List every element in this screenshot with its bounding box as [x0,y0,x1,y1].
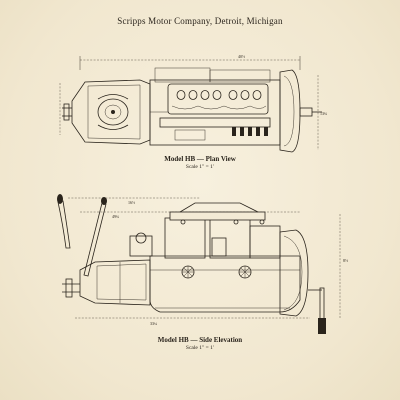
side-clutch-lever [83,202,107,277]
plan-valve-gear-rail [159,117,271,128]
side-reverse-lever-knob [57,194,63,204]
valve-lifter [240,127,244,136]
side-cylinder-front [164,217,206,259]
side-starting-crank-handle [318,318,326,334]
side-gear-right [238,265,252,279]
plan-housing-inner-outline [87,84,141,140]
spark-plug [180,219,186,225]
side-magneto [129,235,153,257]
gear-spokes [182,266,194,278]
plan-view-caption: Model HB — Plan View [164,155,236,163]
plan-engine-block [149,79,281,146]
plan-crankshaft-extension [299,107,313,117]
side-elevation-scale: Scale 1″ = 1′ [185,345,215,351]
gear-spokes [239,266,251,278]
side-gear-left [181,265,195,279]
valve-port [188,90,198,100]
side-cylinder-head-cover [169,211,266,221]
side-reverse-gear-housing [79,259,151,306]
side-cylinder-rear [249,225,281,259]
side-reverse-lever [57,200,71,249]
plan-view-caption-block: Model HB — Plan View Scale 1″ = 1′ [0,155,400,170]
plan-carburetor [174,129,206,141]
side-magneto-cap [135,232,147,244]
spark-plug [233,219,239,225]
valve-port [228,90,238,100]
plan-exhaust-manifold [209,69,271,83]
side-timing-case [279,229,309,317]
side-elevation-drawing: 16½ 49¾ 33¼ 8½ [57,194,348,334]
plan-timing-case-inner [283,75,295,147]
plan-cylinder-head [167,83,269,115]
plan-view-scale: Scale 1″ = 1′ [185,164,215,170]
plan-clutch-hub [104,104,122,120]
plan-shaft-coupling [63,103,70,121]
plan-clutch-center [111,110,115,114]
plan-water-jacket-outline [171,105,267,110]
valve-lifter [248,127,252,136]
valve-port [176,90,186,100]
plan-view-drawing: 40½ 13¾ [59,54,327,153]
side-timing-case-inner [283,235,303,311]
valve-port [240,90,250,100]
spark-plug [259,219,265,225]
side-clutch-lever-knob [101,197,107,205]
side-dimension-label-upper: 16½ [128,200,135,205]
side-dimension-label-bottom: 33¼ [150,321,157,326]
plan-housing-arc-top [97,94,129,100]
side-dimension-label-mid: 49¾ [112,214,119,219]
side-carburetor [211,237,227,257]
company-header: Scripps Motor Company, Detroit, Michigan [117,16,283,26]
side-water-outlet [179,202,259,213]
plan-clutch-disc [97,98,129,126]
plan-dimension-label-length: 40½ [238,54,245,59]
plan-housing-arc-bottom [97,124,129,130]
valve-lifter [264,127,268,136]
valve-port [252,90,262,100]
side-housing-inner [96,263,147,301]
side-elevation-caption: Model HB — Side Elevation [157,336,243,344]
valve-lifter [232,127,236,136]
side-crankcase [149,255,301,313]
side-shaft-coupling [65,278,73,298]
valve-lifter [256,127,260,136]
valve-port [200,90,210,100]
side-dimension-label-right: 8½ [343,258,348,263]
plan-valve-lifters [232,127,268,136]
plan-dimension-label-width: 13¾ [320,111,327,116]
valve-port [212,90,222,100]
side-elevation-caption-block: Model HB — Side Elevation Scale 1″ = 1′ [0,336,400,351]
plan-valve-ports [176,90,262,100]
